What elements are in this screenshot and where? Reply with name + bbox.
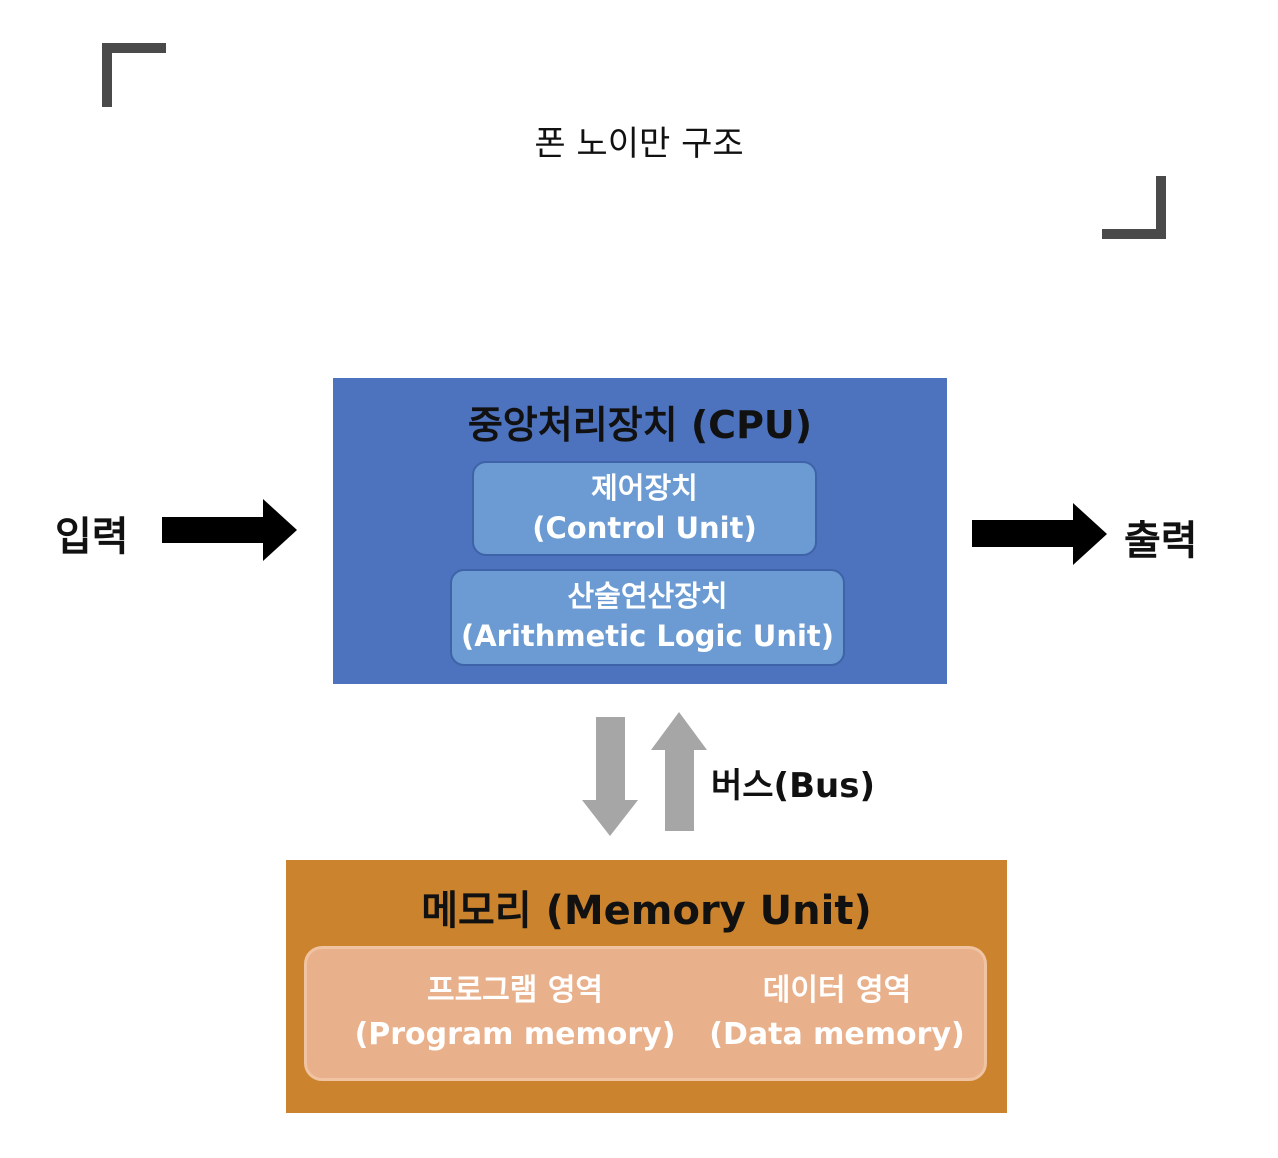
control-unit-english: (Control Unit) xyxy=(532,511,757,545)
program-area: 프로그램 영역 (Program memory) xyxy=(345,969,685,1057)
corner-mark-top-left xyxy=(102,43,166,53)
input-label: 입력 xyxy=(55,514,129,560)
input-arrow-icon xyxy=(162,499,297,561)
alu-name: 산술연산장치 xyxy=(567,579,728,613)
data-area-name: 데이터 영역 xyxy=(762,973,912,1008)
cpu-box: 중앙처리장치 (CPU) 제어장치 (Control Unit) 산술연산장치 … xyxy=(333,378,947,684)
cpu-title: 중앙처리장치 (CPU) xyxy=(467,403,813,447)
output-arrow-icon xyxy=(972,503,1107,565)
corner-mark-bottom-right xyxy=(1102,229,1166,239)
program-area-english: (Program memory) xyxy=(354,1017,676,1052)
bus-label: 버스(Bus) xyxy=(711,766,875,806)
control-unit-box: 제어장치 (Control Unit) xyxy=(472,461,817,556)
page-title: 폰 노이만 구조 xyxy=(534,124,744,164)
output-label: 출력 xyxy=(1124,518,1198,564)
alu-english: (Arithmetic Logic Unit) xyxy=(460,619,835,653)
corner-mark-bottom-right-vertical xyxy=(1156,176,1166,239)
data-area-english: (Data memory) xyxy=(709,1017,965,1052)
corner-mark-top-left-vertical xyxy=(102,43,112,107)
memory-title: 메모리 (Memory Unit) xyxy=(421,888,872,934)
bus-up-arrow-icon xyxy=(651,712,707,831)
memory-box: 메모리 (Memory Unit) 프로그램 영역 (Program memor… xyxy=(286,860,1007,1113)
bus-down-arrow-icon xyxy=(582,717,638,836)
alu-box: 산술연산장치 (Arithmetic Logic Unit) xyxy=(450,569,845,666)
data-area: 데이터 영역 (Data memory) xyxy=(692,969,982,1057)
memory-areas-panel: 프로그램 영역 (Program memory) 데이터 영역 (Data me… xyxy=(304,946,987,1081)
control-unit-name: 제어장치 xyxy=(591,471,698,505)
program-area-name: 프로그램 영역 xyxy=(426,973,604,1008)
